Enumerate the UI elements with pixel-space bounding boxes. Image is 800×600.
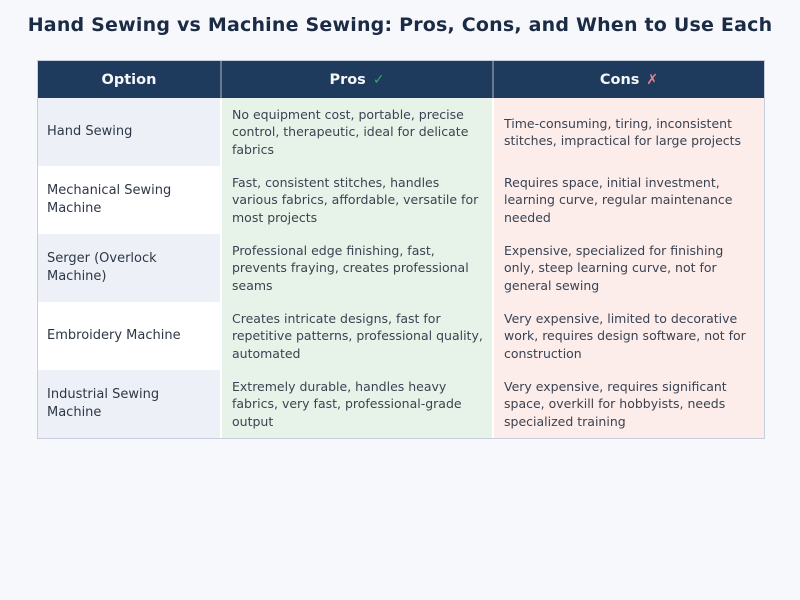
cross-icon: ✗ [646, 71, 659, 88]
table-header-row: Option Pros ✓ Cons ✗ [38, 61, 764, 98]
option-cell: Industrial Sewing Machine [38, 370, 220, 438]
table-row: Industrial Sewing Machine Extremely dura… [38, 370, 764, 438]
cons-cell: Time-consuming, tiring, inconsistent sti… [492, 98, 764, 166]
column-header-pros: Pros ✓ [220, 61, 492, 98]
check-icon: ✓ [372, 71, 385, 88]
column-header-cons-label: Cons [599, 71, 640, 88]
cons-cell: Very expensive, requires significant spa… [492, 370, 764, 438]
pros-cell: Fast, consistent stitches, handles vario… [220, 166, 492, 234]
column-header-option-label: Option [101, 71, 157, 88]
table-row: Mechanical Sewing Machine Fast, consiste… [38, 166, 764, 234]
cons-cell: Requires space, initial investment, lear… [492, 166, 764, 234]
comparison-table: Option Pros ✓ Cons ✗ Hand Sewing No equipm… [38, 61, 764, 438]
option-cell: Serger (Overlock Machine) [38, 234, 220, 302]
table-row: Embroidery Machine Creates intricate des… [38, 302, 764, 370]
pros-cell: No equipment cost, portable, precise con… [220, 98, 492, 166]
pros-cell: Extremely durable, handles heavy fabrics… [220, 370, 492, 438]
pros-cell: Creates intricate designs, fast for repe… [220, 302, 492, 370]
cons-cell: Expensive, specialized for finishing onl… [492, 234, 764, 302]
cons-cell: Very expensive, limited to decorative wo… [492, 302, 764, 370]
comparison-table-container: Option Pros ✓ Cons ✗ Hand Sewing No equipm… [37, 60, 765, 439]
page-title: Hand Sewing vs Machine Sewing: Pros, Con… [27, 14, 773, 36]
column-header-pros-label: Pros [329, 71, 366, 88]
column-header-cons: Cons ✗ [492, 61, 764, 98]
option-cell: Hand Sewing [38, 98, 220, 166]
column-header-option: Option [38, 61, 220, 98]
option-cell: Embroidery Machine [38, 302, 220, 370]
table-row: Hand Sewing No equipment cost, portable,… [38, 98, 764, 166]
table-row: Serger (Overlock Machine) Professional e… [38, 234, 764, 302]
pros-cell: Professional edge finishing, fast, preve… [220, 234, 492, 302]
option-cell: Mechanical Sewing Machine [38, 166, 220, 234]
